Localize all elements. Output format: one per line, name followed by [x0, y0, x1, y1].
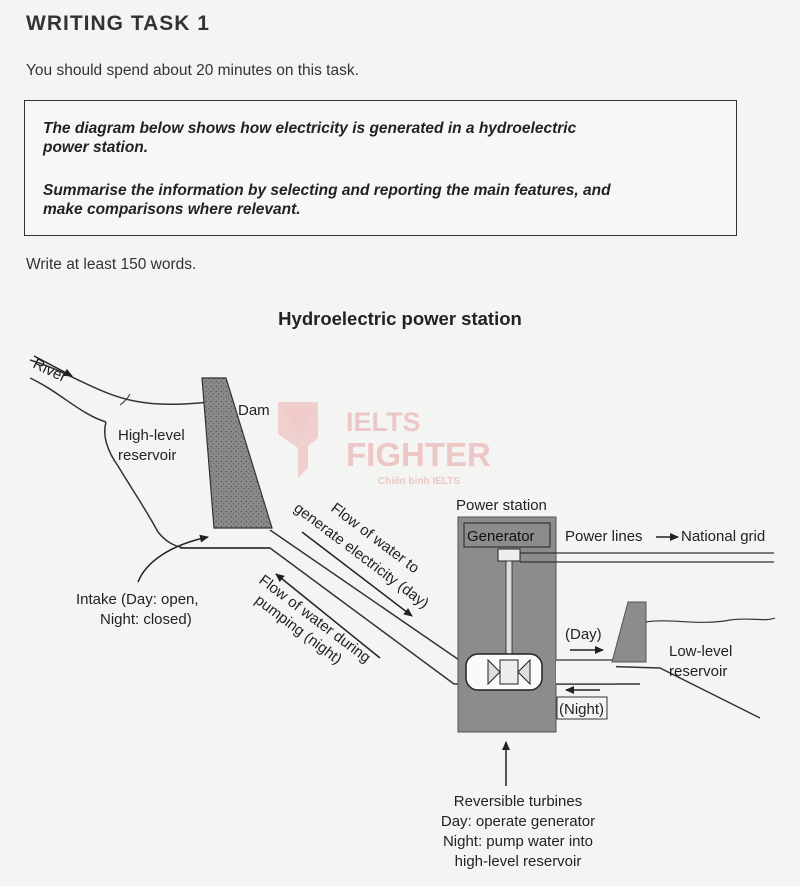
low-reservoir-surface — [645, 617, 776, 623]
river-lower-bank — [29, 377, 107, 423]
watermark: IELTS FIGHTER Chiến binh IELTS — [278, 402, 491, 487]
reservoir-bed-outline — [104, 421, 270, 549]
turbines-label-1: Reversible turbines — [454, 793, 582, 810]
river-flow-arrow — [33, 355, 73, 377]
power-station-label: Power station — [456, 497, 547, 514]
national-grid-label: National grid — [681, 528, 765, 545]
watermark-text-3: Chiến binh IELTS — [378, 475, 460, 487]
generator-box — [463, 522, 551, 548]
watermark-text-2: FIGHTER — [346, 436, 491, 473]
turbine-blades-icon — [487, 658, 531, 686]
turbines-label-2: Day: operate generator — [441, 813, 595, 830]
power-lines-label: Power lines — [565, 528, 643, 545]
intake-pointer-arrow — [137, 534, 209, 583]
generator-housing — [497, 548, 521, 562]
high-reservoir-label-1: High-level — [118, 427, 185, 444]
turbines-label-3: Night: pump water into — [443, 833, 593, 850]
turbine-hub — [499, 659, 519, 685]
high-reservoir-label-2: reservoir — [118, 447, 176, 464]
task-instructions-line-1: Summarise the information by selecting a… — [43, 182, 611, 199]
river-upper-bank — [29, 359, 211, 406]
diagram-title: Hydroelectric power station — [278, 308, 522, 329]
low-reservoir-label-1: Low-level — [669, 643, 732, 660]
river-bank-detail — [119, 393, 131, 406]
dam-wall — [201, 377, 273, 529]
task-prompt-box: The diagram below shows how electricity … — [24, 100, 737, 236]
lower-dam — [611, 601, 647, 663]
task-description: The diagram below shows how electricity … — [43, 119, 733, 157]
task-description-line-2: power station. — [43, 139, 149, 156]
intake-label-2: Night: closed) — [100, 611, 192, 628]
day-label: (Day) — [565, 626, 602, 643]
turbine-shaft — [505, 560, 513, 658]
low-reservoir-label-2: reservoir — [669, 663, 727, 680]
night-label-box — [556, 696, 608, 720]
night-flow-arrow — [275, 573, 381, 659]
task-heading: WRITING TASK 1 — [26, 12, 210, 35]
task-instructions-line-2: make comparisons where relevant. — [43, 201, 301, 218]
outflow-channel — [556, 660, 616, 684]
word-count-instruction: Write at least 150 words. — [26, 256, 197, 273]
task-description-line-1: The diagram below shows how electricity … — [43, 120, 577, 137]
dam-label: Dam — [238, 402, 270, 419]
day-flow-arrow — [301, 531, 413, 617]
night-label: (Night) — [559, 701, 604, 718]
task-instructions: Summarise the information by selecting a… — [43, 181, 733, 219]
watermark-logo-accent — [282, 408, 316, 434]
intake-label-1: Intake (Day: open, — [76, 591, 199, 608]
watermark-text-1: IELTS — [346, 407, 421, 437]
turbines-label-4: high-level reservoir — [455, 853, 582, 870]
generator-label: Generator — [467, 528, 535, 545]
time-instruction: You should spend about 20 minutes on thi… — [26, 62, 359, 79]
